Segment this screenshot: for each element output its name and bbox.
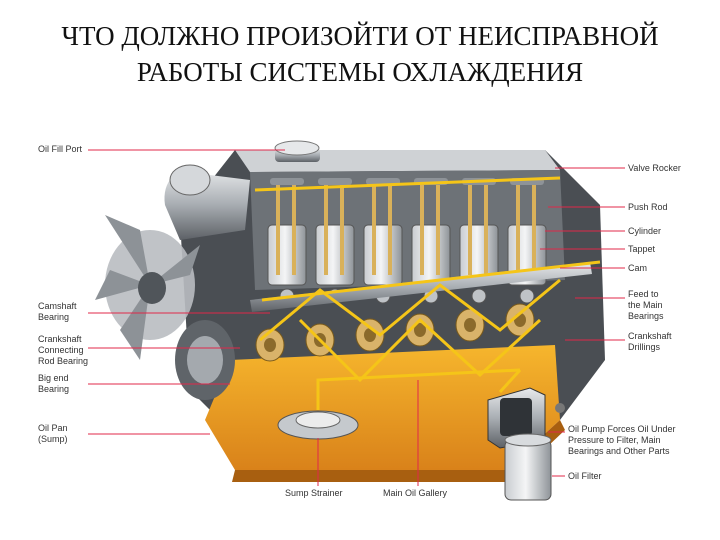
label-cam: Cam (628, 263, 648, 273)
label-sump-strainer: Sump Strainer (285, 488, 343, 498)
label-camshaft-bearing: Camshaft Bearing (38, 301, 77, 322)
cylinder-5 (459, 178, 499, 304)
label-feed-main-bearings: Feed to the Main Bearings (628, 289, 664, 321)
title-line-1: ЧТО ДОЛЖНО ПРОИЗОЙТИ ОТ НЕИСПРАВНОЙ (61, 21, 659, 51)
oil-lines (254, 176, 601, 410)
push-rod (516, 180, 520, 275)
crank-pulley (175, 320, 235, 400)
push-rod (372, 180, 376, 275)
cylinder-bore (315, 224, 355, 286)
oil-filter (504, 433, 552, 501)
valve-rocker (318, 178, 352, 185)
push-rod (484, 180, 488, 275)
label-oil-fill-port: Oil Fill Port (38, 144, 83, 154)
slide-title: ЧТО ДОЛЖНО ПРОИЗОЙТИ ОТ НЕИСПРАВНОЙ РАБО… (0, 18, 720, 90)
crank-journal (464, 318, 476, 332)
crank-journal (264, 338, 276, 352)
oil-fill-cap (274, 140, 320, 162)
cylinder-bore (363, 224, 403, 286)
push-rod (420, 180, 424, 275)
label-crankshaft-connecting-rod-bearing: Crankshaft Connecting Rod Bearing (38, 334, 89, 366)
push-rod (324, 180, 328, 275)
push-rod (292, 180, 296, 275)
cylinder-bore (411, 224, 451, 286)
label-oil-pump: Oil Pump Forces Oil Under Pressure to Fi… (568, 424, 676, 456)
push-rod (388, 180, 392, 275)
push-rod (468, 180, 472, 275)
cam-lobe (519, 288, 535, 304)
valve-rocker (270, 178, 304, 185)
leader-lines (88, 149, 625, 486)
cam-lobe (471, 288, 487, 304)
water-pump-housing (164, 164, 250, 240)
label-big-end-bearing: Big end Bearing (38, 373, 70, 394)
label-oil-pan: Oil Pan (Sump) (38, 423, 68, 444)
cylinder-bore (267, 224, 307, 286)
label-tappet: Tappet (628, 244, 656, 254)
push-rod (532, 180, 536, 275)
label-push-rod: Push Rod (628, 202, 668, 212)
label-valve-rocker: Valve Rocker (628, 163, 681, 173)
camshaft (250, 262, 592, 312)
sump-strainer (277, 410, 359, 440)
crank-journal (414, 323, 426, 337)
oil-pan (205, 345, 560, 470)
cylinder-4 (411, 178, 451, 304)
label-oil-filter: Oil Filter (568, 471, 602, 481)
crankshaft (255, 303, 535, 362)
title-line-2: РАБОТЫ СИСТЕМЫ ОХЛАЖДЕНИЯ (136, 57, 584, 87)
label-main-oil-gallery: Main Oil Gallery (383, 488, 448, 498)
push-rod (436, 180, 440, 275)
label-crankshaft-drillings: Crankshaft Drillings (628, 331, 672, 352)
label-cylinder: Cylinder (628, 226, 662, 236)
push-rod (276, 180, 280, 275)
push-rod (340, 180, 344, 275)
